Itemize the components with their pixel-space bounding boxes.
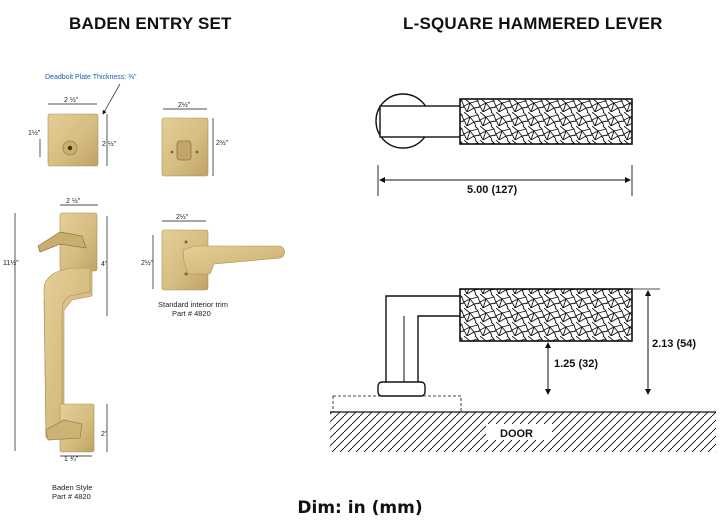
dim-grip-bottom: 1 ¾" [64, 456, 79, 463]
caption-interior-trim-line1: Standard interior trim [158, 300, 228, 309]
dim-trim-height: 2½" [141, 259, 154, 267]
caption-baden-line1: Baden Style [52, 483, 92, 492]
dim-deadbolt-width: 2 ½" [64, 96, 79, 104]
dim-grip-overall: 11½" [3, 259, 19, 267]
door-surface [330, 411, 716, 452]
units-footer: Dim: in (mm) [297, 498, 423, 518]
dim-thumbturn-height: 2½" [216, 139, 229, 147]
dim-deadbolt-inner: 1½" [28, 129, 41, 137]
interior-trim: 2½" 2½" [141, 213, 285, 291]
height-upper-label: 2.13 (54) [652, 338, 696, 350]
right-title: L-SQUARE HAMMERED LEVER [403, 14, 663, 33]
dim-grip-lower: 2" [101, 431, 108, 438]
deadbolt-note: Deadbolt Plate Thickness: ⅜" [45, 74, 137, 81]
dim-grip-plate-width: 2 ½" [66, 197, 81, 205]
door-label: DOOR [500, 428, 533, 440]
deadbolt-exterior: 2 ½" 1½" 2 ½" [28, 96, 117, 167]
thumbturn-plate: 2½" 2½" [161, 101, 229, 177]
caption-interior-trim-line2: Part # 4820 [172, 309, 211, 318]
dim-grip-upper: 4" [101, 261, 108, 268]
caption-baden-line2: Part # 4820 [52, 492, 91, 501]
height-lower-label: 1.25 (32) [554, 358, 598, 370]
dim-deadbolt-height: 2 ½" [102, 140, 117, 148]
lever-top-view [375, 93, 633, 149]
dim-trim-width: 2½" [176, 213, 189, 221]
left-title: BADEN ENTRY SET [69, 14, 232, 33]
deadbolt-note-arrow [102, 83, 121, 115]
lever-side-view [332, 288, 633, 413]
dim-thumbturn-width: 2½" [178, 101, 191, 109]
grip-handleset: 2 ½" 11½" 4" 2" 1 ¾" [3, 197, 108, 463]
length-label: 5.00 (127) [467, 184, 517, 196]
